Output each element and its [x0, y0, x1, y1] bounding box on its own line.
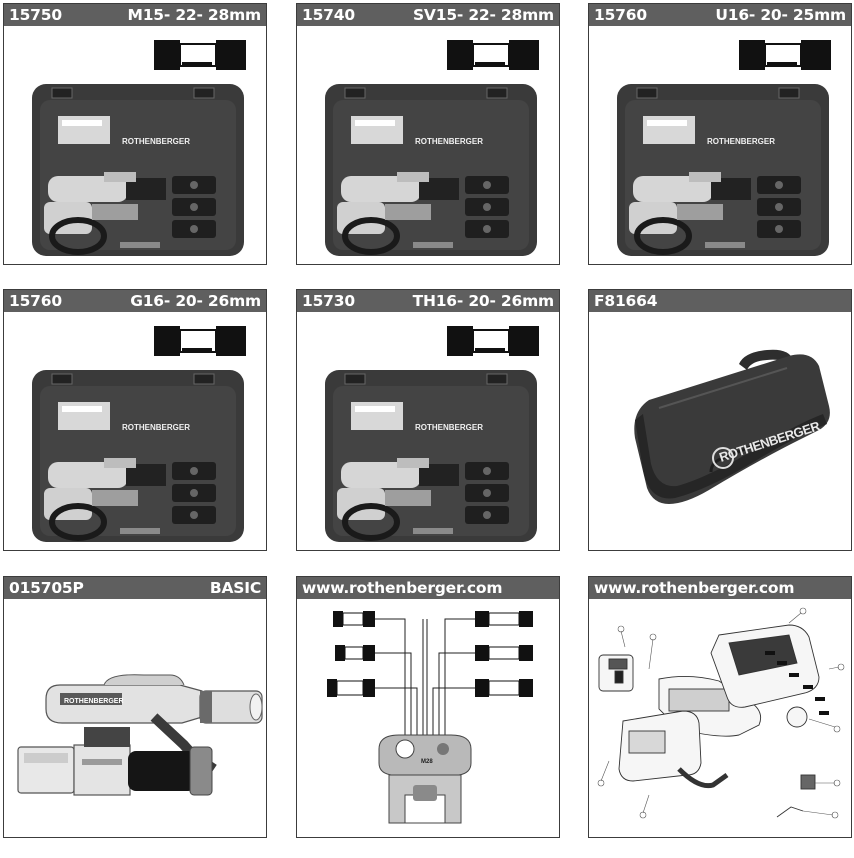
panel-header: www.rothenberger.com	[297, 577, 559, 599]
product-code: 15750	[9, 6, 62, 24]
product-code: 15760	[594, 6, 647, 24]
jaw-chart-icon: M28	[327, 611, 533, 824]
jaw-chart-image: M28	[297, 599, 559, 837]
panel-header: 15760 G16- 20- 26mm	[4, 290, 266, 312]
panel-header: 15730 TH16- 20- 26mm	[297, 290, 559, 312]
website-link[interactable]: www.rothenberger.com	[302, 579, 503, 597]
closed-case-image: ROTHENBERGER	[589, 312, 851, 550]
product-code: 015705P	[9, 579, 84, 597]
kit-case-icon: ROTHENBERGER	[325, 40, 539, 256]
panel-15750-m15: 15750 M15- 22- 28mm ROTHENBERGER	[3, 3, 267, 265]
panel-15740-sv15: 15740 SV15- 22- 28mm ROTHENBERGER	[296, 3, 560, 265]
website-link[interactable]: www.rothenberger.com	[594, 579, 795, 597]
kit-image: ROTHENBERGER	[297, 312, 559, 550]
jaw-profile-icon	[447, 40, 539, 70]
product-label: M15- 22- 28mm	[127, 6, 262, 24]
kit-case-logo: ROTHENBERGER	[707, 137, 775, 146]
jaw-marking: M28	[421, 759, 433, 765]
kit-case-icon: ROTHENBERGER	[325, 326, 539, 542]
panel-015705p-basic: 015705P BASIC ROTHENBERGER	[3, 576, 267, 838]
kit-case-logo: ROTHENBERGER	[415, 423, 483, 432]
jaw-profile-icon	[475, 611, 533, 697]
product-label: SV15- 22- 28mm	[412, 6, 554, 24]
panel-header: 15740 SV15- 22- 28mm	[297, 4, 559, 26]
exploded-view-image	[589, 599, 851, 837]
closed-case-icon: ROTHENBERGER	[634, 349, 830, 504]
panel-jaw-chart: www.rothenberger.com	[296, 576, 560, 838]
press-tool-image: ROTHENBERGER	[4, 599, 266, 837]
kit-case-icon: ROTHENBERGER	[32, 326, 246, 542]
kit-image: ROTHENBERGER	[4, 26, 266, 264]
panel-15730-th16: 15730 TH16- 20- 26mm ROTHENBERGER	[296, 289, 560, 551]
panel-header: 15760 U16- 20- 25mm	[589, 4, 851, 26]
product-code: 15760	[9, 292, 62, 310]
press-tool-icon: ROTHENBERGER	[17, 674, 263, 796]
kit-case-icon: ROTHENBERGER	[32, 40, 246, 256]
panel-header: F81664	[589, 290, 851, 312]
product-code: 15730	[302, 292, 355, 310]
jaw-profile-icon	[447, 326, 539, 356]
panel-exploded-view: www.rothenberger.com	[588, 576, 852, 838]
kit-image: ROTHENBERGER	[4, 312, 266, 550]
tool-logo: ROTHENBERGER	[64, 698, 124, 705]
panel-header: www.rothenberger.com	[589, 577, 851, 599]
panel-15760-g16: 15760 G16- 20- 26mm ROTHENBERGER	[3, 289, 267, 551]
product-code: 15740	[302, 6, 355, 24]
jaw-profile-icon	[739, 40, 831, 70]
product-code: F81664	[594, 292, 658, 310]
kit-image: ROTHENBERGER	[297, 26, 559, 264]
product-label: BASIC	[209, 579, 261, 597]
product-label: G16- 20- 26mm	[130, 292, 261, 310]
product-label: U16- 20- 25mm	[715, 6, 846, 24]
kit-case-icon: ROTHENBERGER	[617, 40, 831, 256]
panel-f81664-case: F81664 ROTHENBERGER	[588, 289, 852, 551]
kit-image: ROTHENBERGER	[589, 26, 851, 264]
panel-15760-u16: 15760 U16- 20- 25mm ROTHENBERGER	[588, 3, 852, 265]
panel-header: 15750 M15- 22- 28mm	[4, 4, 266, 26]
kit-case-logo: ROTHENBERGER	[122, 137, 190, 146]
product-label: TH16- 20- 26mm	[412, 292, 555, 310]
jaw-profile-icon	[154, 326, 246, 356]
kit-case-logo: ROTHENBERGER	[122, 423, 190, 432]
jaw-profile-icon	[327, 611, 375, 697]
panel-header: 015705P BASIC	[4, 577, 266, 599]
jaw-profile-icon	[154, 40, 246, 70]
kit-case-logo: ROTHENBERGER	[415, 137, 483, 146]
exploded-view-icon	[597, 607, 845, 819]
